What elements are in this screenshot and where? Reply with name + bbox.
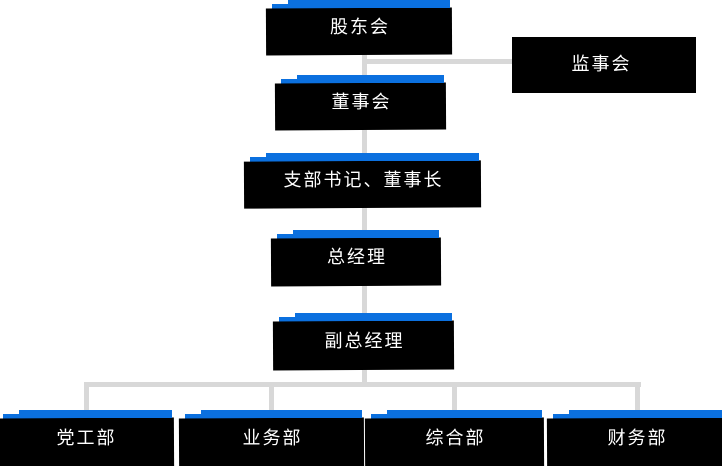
connector-secretary-gm: [362, 198, 367, 237]
connector-drop-business: [269, 384, 274, 415]
node-party-work-department: 党工部: [3, 410, 172, 459]
connector-drop-party-work: [84, 384, 89, 415]
connector-departments-rail: [84, 382, 641, 387]
node-label-finance-department: 财务部: [607, 427, 668, 448]
node-label-supervisory-board: 监事会: [571, 54, 632, 74]
node-general-affairs-department: 综合部: [371, 410, 542, 459]
connector-dgm-stem: [362, 360, 367, 386]
node-label-party-work-department: 党工部: [56, 427, 117, 448]
node-label-deputy-general-manager: 副总经理: [324, 330, 405, 351]
node-label-shareholders-meeting: 股东会: [330, 16, 390, 37]
node-label-general-affairs-department: 综合部: [425, 427, 486, 448]
node-supervisory-board: 监事会: [512, 37, 696, 93]
node-label-board-of-directors: 董事会: [331, 91, 392, 112]
connector-drop-general-affairs: [452, 384, 457, 415]
node-board-of-directors: 董事会: [281, 75, 444, 122]
node-business-department: 业务部: [185, 410, 362, 459]
node-label-business-department: 业务部: [242, 427, 303, 448]
node-deputy-general-manager: 副总经理: [279, 313, 452, 362]
connector-drop-finance: [635, 384, 640, 415]
connector-board-secretary: [362, 120, 367, 160]
node-branch-secretary-chairman: 支部书记、董事长: [250, 153, 479, 200]
node-label-branch-secretary-chairman: 支部书记、董事长: [283, 169, 444, 190]
node-general-manager: 总经理: [277, 230, 439, 278]
connector-shareholders-board: [362, 46, 367, 82]
node-shareholders-meeting: 股东会: [272, 0, 450, 47]
node-finance-department: 财务部: [553, 410, 722, 459]
connector-gm-dgm: [362, 276, 367, 320]
node-label-general-manager: 总经理: [327, 247, 387, 267]
connector-shareholders-supervisors: [364, 59, 513, 64]
